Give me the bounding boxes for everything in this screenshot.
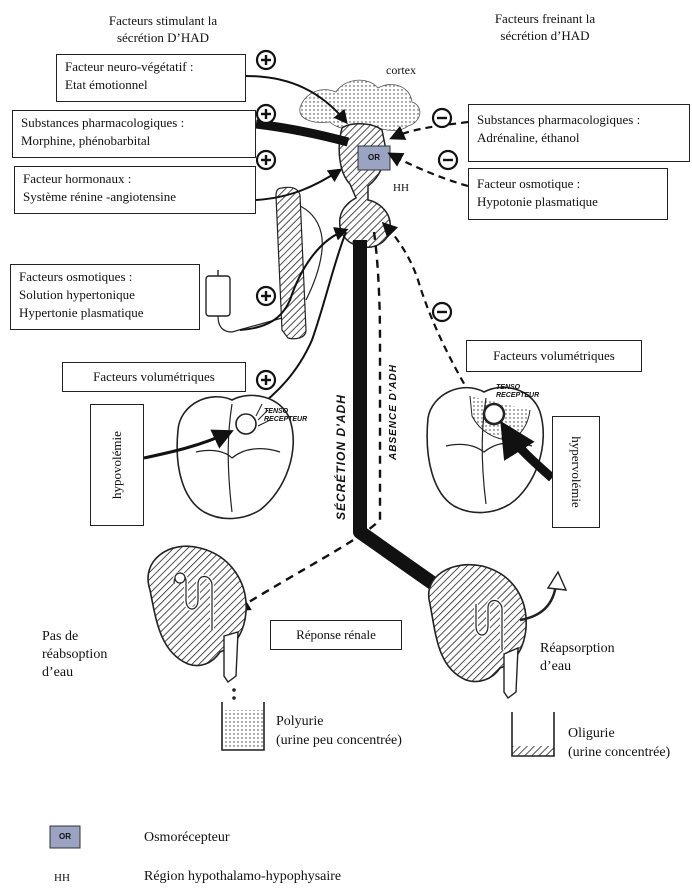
box-volumetric-inhibiting: Facteurs volumétriques [466, 340, 642, 372]
tenso-receptor-right: TENSO RECEPTEUR [496, 384, 539, 400]
inhibiting-header-line2: sécrétion d’HAD [470, 27, 620, 44]
no-reabs-line2: réabsoption [42, 646, 107, 664]
pharmaco-stim-title: Substances pharmacologiques : [21, 114, 247, 132]
legend-hh-symbol: HH [54, 870, 70, 887]
or-label: OR [358, 146, 390, 170]
pharmaco-inh-detail: Adrénaline, éthanol [477, 129, 681, 147]
volumetric-inh-title: Facteurs volumétriques [475, 347, 633, 365]
secretion-adh-label: SÉCRÉTION D'ADH [334, 394, 348, 520]
box-pharmaco-stimulating: Substances pharmacologiques : Morphine, … [12, 110, 256, 158]
inhibition-sign-icon [433, 303, 451, 321]
oliguria-line1: Oligurie [568, 724, 670, 743]
box-hypervolemia: hypervolémie [552, 416, 600, 528]
box-volumetric-stimulating: Facteurs volumétriques [62, 362, 246, 392]
inhibiting-header: Facteurs freinant la sécrétion d’HAD [470, 10, 620, 44]
tenso-left-line1: TENSO [264, 408, 307, 416]
no-reabs-line1: Pas de [42, 628, 107, 646]
inhibition-sign-icon [433, 109, 451, 127]
osmotic-stim-line2: Solution hypertonique [19, 286, 191, 304]
osmotic-stim-title: Facteurs osmotiques : [19, 268, 191, 286]
box-osmotic-inhibiting: Facteur osmotique : Hypotonie plasmatiqu… [468, 168, 668, 220]
neuro-title: Facteur neuro-végétatif : [65, 58, 237, 76]
pharmaco-inh-title: Substances pharmacologiques : [477, 111, 681, 129]
hypervolemia-label: hypervolémie [568, 436, 584, 507]
oliguria-line2: (urine concentrée) [568, 743, 670, 762]
tenso-right-line1: TENSO [496, 384, 539, 392]
box-hormonal: Facteur hormonaux : Système rénine -angi… [14, 166, 256, 214]
osmotic-stim-line3: Hypertonie plasmatique [19, 304, 191, 322]
hormonal-detail: Système rénine -angiotensine [23, 188, 247, 206]
tenso-receptor-left: TENSO RECEPTEUR [264, 408, 307, 424]
box-pharmaco-inhibiting: Substances pharmacologiques : Adrénaline… [468, 104, 690, 162]
legend-hh-text: Région hypothalamo-hypophysaire [144, 868, 341, 885]
inhibition-sign-icon [439, 151, 457, 169]
box-osmotic-stimulating: Facteurs osmotiques : Solution hypertoni… [10, 264, 200, 330]
hypovolemia-label: hypovolémie [109, 431, 125, 499]
tenso-left-line2: RECEPTEUR [264, 416, 307, 424]
pharmaco-stim-detail: Morphine, phénobarbital [21, 132, 247, 150]
volumetric-stim-title: Facteurs volumétriques [71, 368, 237, 386]
polyuria-line2: (urine peu concentrée) [276, 731, 402, 750]
legend-or-text: Osmorécepteur [144, 829, 230, 846]
stimulation-sign-icon [257, 105, 275, 123]
beaker-oliguria [512, 712, 554, 756]
renal-response-label: Réponse rénale [279, 626, 393, 644]
box-hypovolemia: hypovolémie [90, 404, 144, 526]
osmotic-inh-detail: Hypotonie plasmatique [477, 193, 659, 211]
reabsorption-label: Réapsorption d’eau [540, 640, 615, 676]
no-reabs-line3: d’eau [42, 664, 107, 682]
stimulating-header-line1: Facteurs stimulant la [88, 12, 238, 29]
iv-bag [206, 276, 230, 316]
stimulating-header: Facteurs stimulant la sécrétion D’HAD [88, 12, 238, 46]
absence-adh-label: ABSENCE D'ADH [388, 364, 399, 460]
stimulating-header-line2: sécrétion D’HAD [88, 29, 238, 46]
reabs-line1: Réapsorption [540, 640, 615, 658]
box-renal-response: Réponse rénale [270, 620, 402, 650]
oliguria-label: Oligurie (urine concentrée) [568, 724, 670, 762]
polyuria-label: Polyurie (urine peu concentrée) [276, 712, 402, 750]
kidney-left [148, 546, 246, 700]
neuro-detail: Etat émotionnel [65, 76, 237, 94]
beaker-polyuria [222, 702, 264, 750]
artery-shape [276, 187, 306, 338]
hh-label: HH [393, 180, 409, 197]
no-reabsorption-label: Pas de réabsoption d’eau [42, 628, 107, 682]
inhibiting-header-line1: Facteurs freinant la [470, 10, 620, 27]
stimulation-sign-icon [257, 51, 275, 69]
stimulation-sign-icon [257, 151, 275, 169]
reabs-line2: d’eau [540, 658, 615, 676]
stimulation-sign-icon [257, 371, 275, 389]
stimulation-sign-icon [257, 287, 275, 305]
legend-or-symbol: OR [50, 826, 80, 848]
osmotic-inh-title: Facteur osmotique : [477, 175, 659, 193]
box-neuro-vegetative: Facteur neuro-végétatif : Etat émotionne… [56, 54, 246, 102]
kidney-right [429, 565, 566, 698]
hormonal-title: Facteur hormonaux : [23, 170, 247, 188]
tenso-right-line2: RECEPTEUR [496, 392, 539, 400]
cortex-shape [300, 80, 420, 130]
cortex-label: cortex [386, 62, 416, 79]
polyuria-line1: Polyurie [276, 712, 402, 731]
